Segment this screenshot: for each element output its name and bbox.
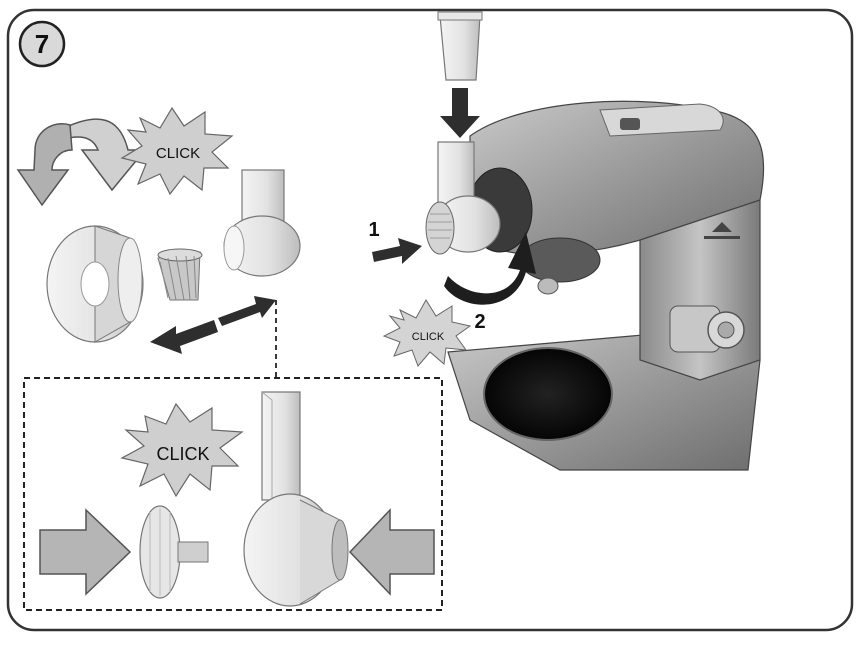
mixing-bowl-opening <box>484 348 612 440</box>
food-pusher-part <box>438 12 482 80</box>
cone-housing-part <box>47 226 143 342</box>
step-badge: 7 <box>20 22 64 66</box>
step-one-label: 1 <box>368 219 379 241</box>
step-number: 7 <box>35 29 49 59</box>
step-two-label: 2 <box>474 311 485 333</box>
click-label-top-left: CLICK <box>156 145 200 162</box>
click-label-detail: CLICK <box>156 444 209 464</box>
click-label-mixer: CLICK <box>412 331 445 343</box>
